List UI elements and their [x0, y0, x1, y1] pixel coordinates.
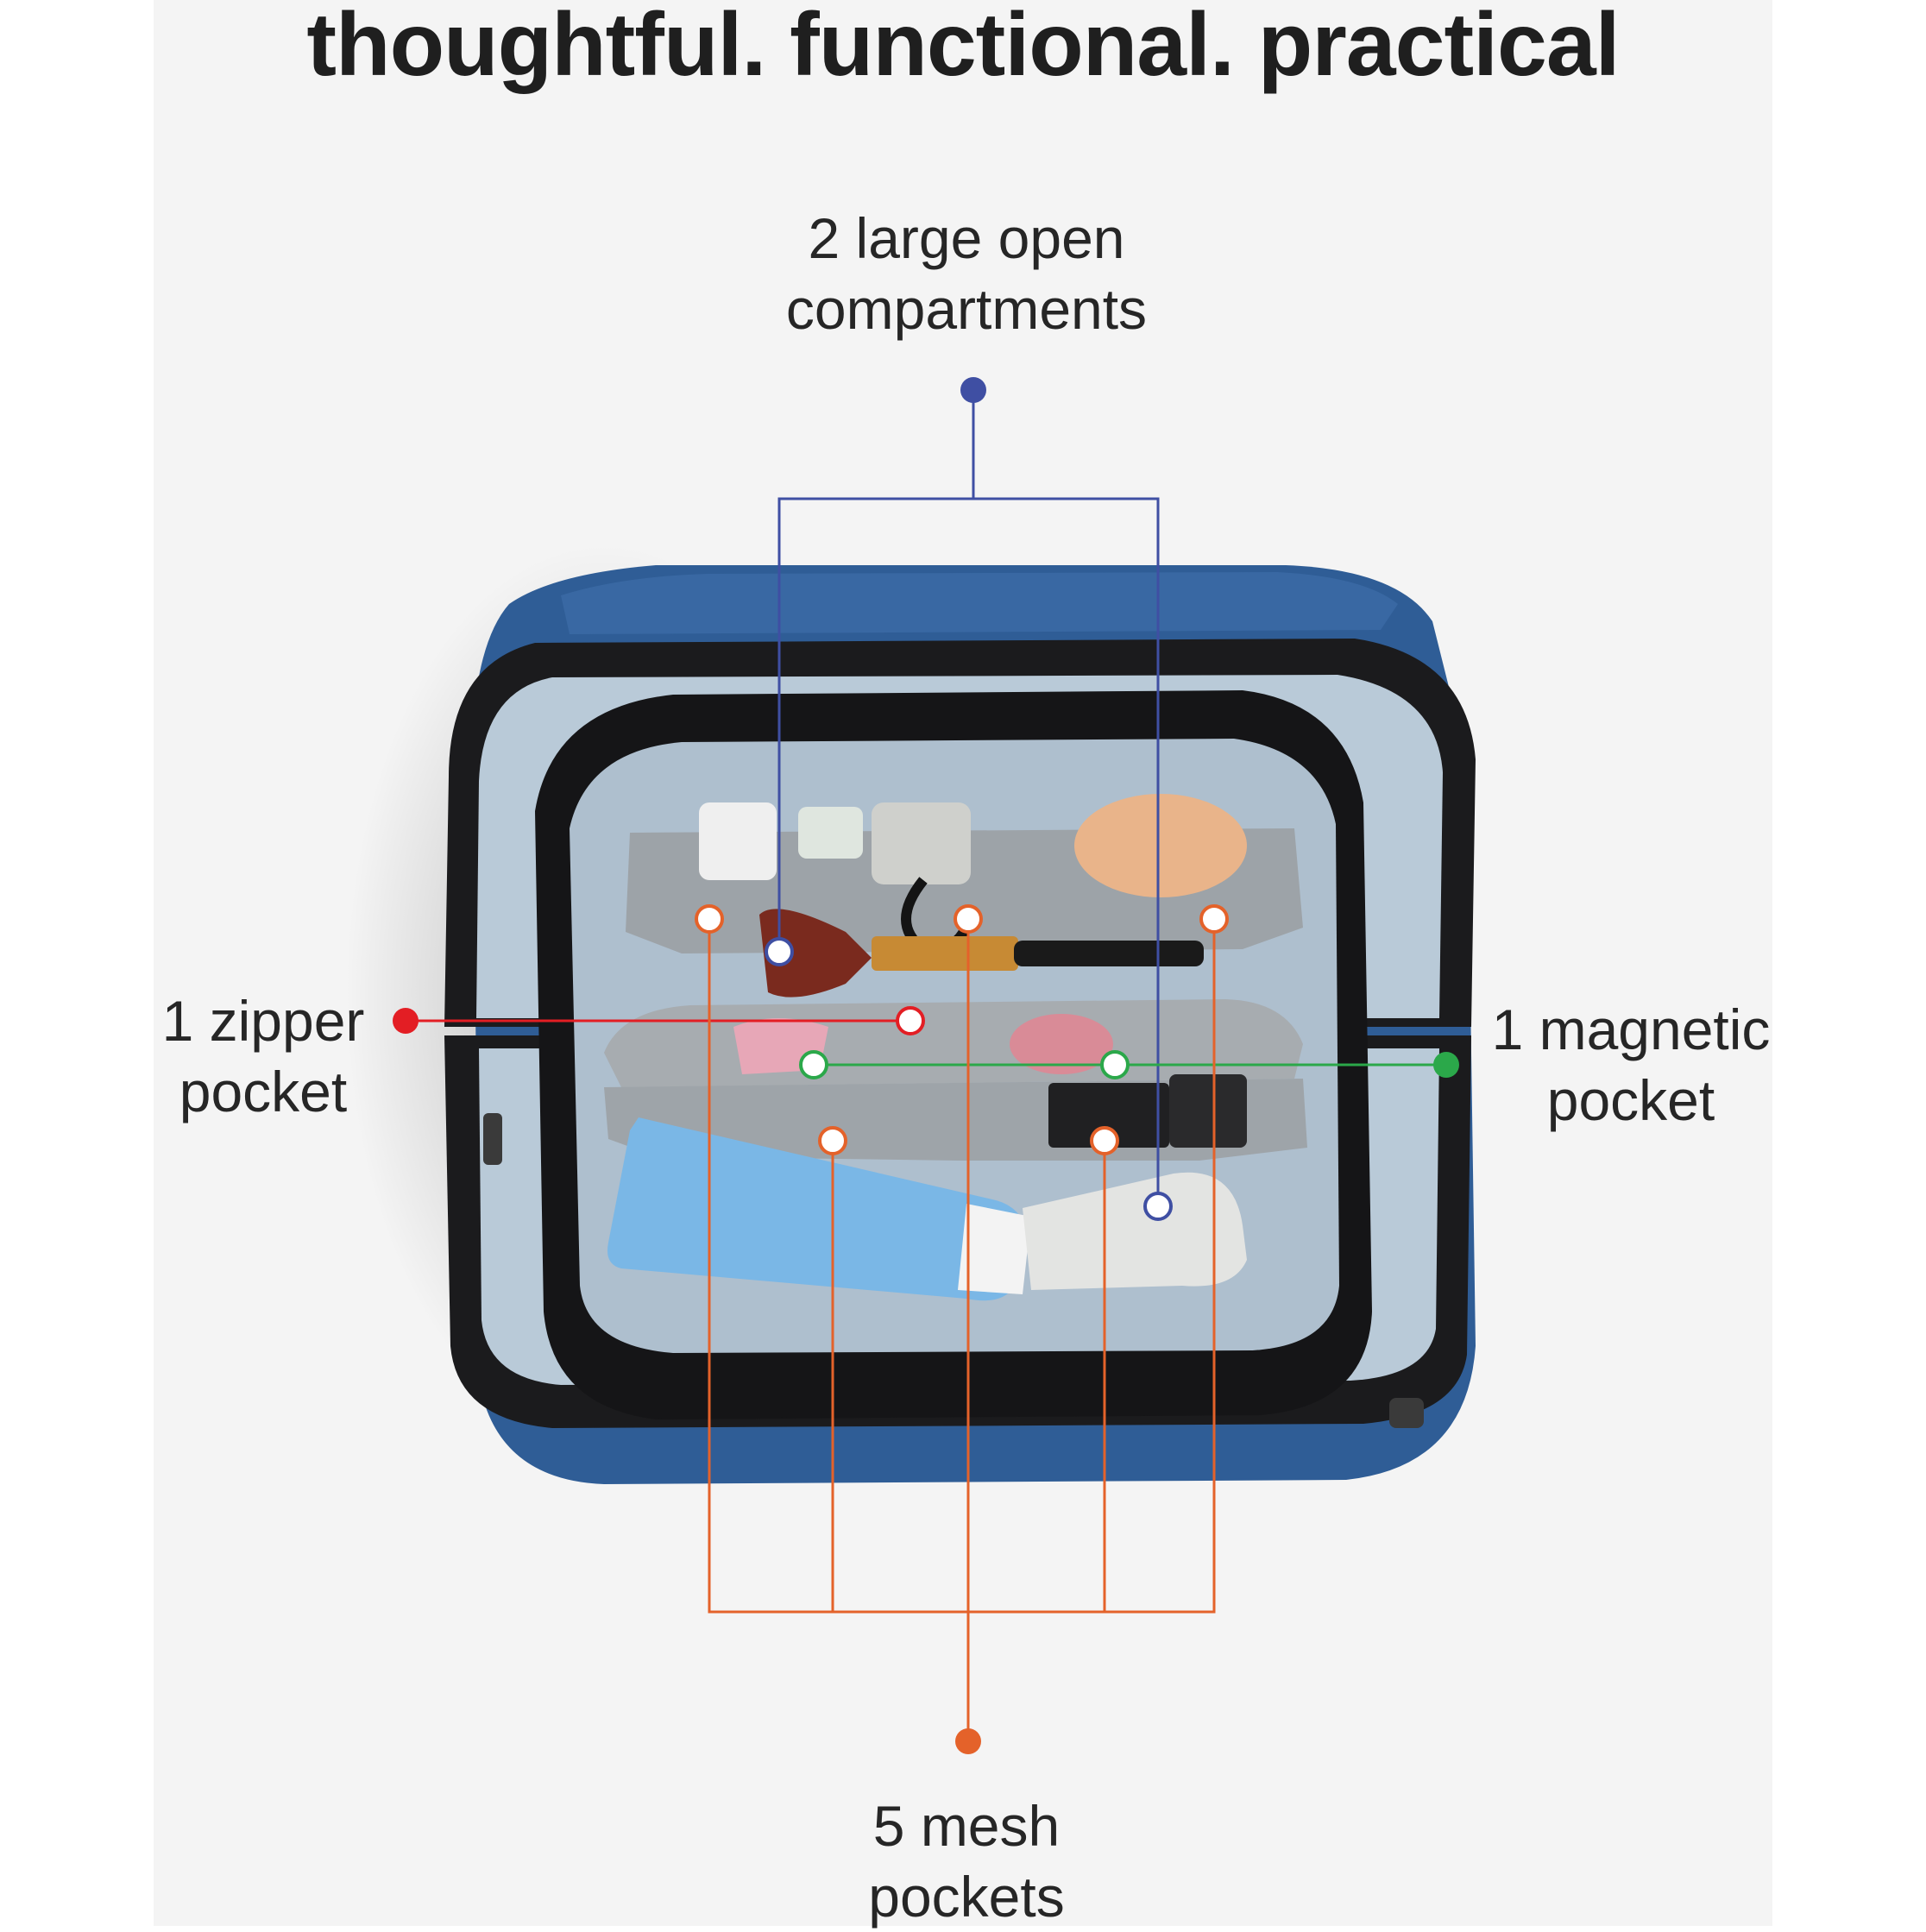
item-tube-green: [798, 807, 863, 859]
callout-compartments-line1: 2 large open: [808, 206, 1125, 270]
magnetic-marker-1: [799, 1050, 828, 1079]
callout-mesh-lines: [708, 919, 1216, 1741]
mesh-marker-5: [1090, 1126, 1119, 1155]
toiletry-bag: [444, 565, 1476, 1484]
item-blue-tube-cap: [958, 1204, 1031, 1294]
callout-mesh-dot: [955, 1728, 981, 1754]
mesh-marker-2: [954, 904, 983, 934]
zipper-pull-left: [483, 1113, 502, 1165]
item-brush-bristles: [759, 909, 872, 997]
item-bottle-white: [699, 802, 777, 880]
callout-magnetic-label: 1 magnetic pocket: [1467, 994, 1795, 1136]
mesh-marker-1: [695, 904, 724, 934]
mesh-marker-3: [1199, 904, 1229, 934]
callout-mesh-line1: 5 mesh: [872, 1794, 1061, 1858]
zipper-pull-right: [1389, 1398, 1424, 1428]
callout-mesh-label: 5 mesh pockets: [820, 1790, 1113, 1932]
item-black-box: [1048, 1083, 1169, 1148]
mesh-marker-4: [818, 1126, 847, 1155]
callout-zipper-label: 1 zipper pocket: [129, 985, 397, 1127]
item-brush-ferrule: [872, 936, 1018, 971]
item-jar: [1010, 1014, 1113, 1074]
item-label-box: [1169, 1074, 1247, 1148]
compartment-marker-1: [765, 937, 794, 966]
item-blue-tube: [607, 1117, 1028, 1301]
callout-magnetic-line2: pocket: [1546, 1068, 1715, 1132]
compartment-marker-2: [1143, 1192, 1173, 1221]
callout-compartments-dot: [960, 377, 986, 403]
callout-zipper-dot: [393, 1008, 419, 1034]
headline: thoughtful. functional. practical: [306, 0, 1620, 95]
callout-zipper-line2: pocket: [179, 1060, 348, 1123]
callout-compartments-label: 2 large open compartments: [725, 203, 1208, 344]
bag-top-highlight: [561, 572, 1398, 634]
callout-magnetic-line1: 1 magnetic: [1491, 997, 1771, 1061]
callout-zipper-line1: 1 zipper: [161, 989, 365, 1053]
callout-mesh-line2: pockets: [868, 1865, 1065, 1929]
callout-compartments-line2: compartments: [785, 277, 1148, 341]
magnetic-marker-2: [1100, 1050, 1130, 1079]
item-white-device: [1023, 1172, 1247, 1290]
callout-magnetic-dot: [1433, 1052, 1459, 1078]
callout-compartments-lines: [777, 390, 1160, 1206]
zipper-pocket-marker: [896, 1006, 925, 1035]
item-brush-handle: [1014, 941, 1204, 966]
item-sponge: [1074, 794, 1247, 897]
item-tube-gray: [872, 802, 971, 884]
